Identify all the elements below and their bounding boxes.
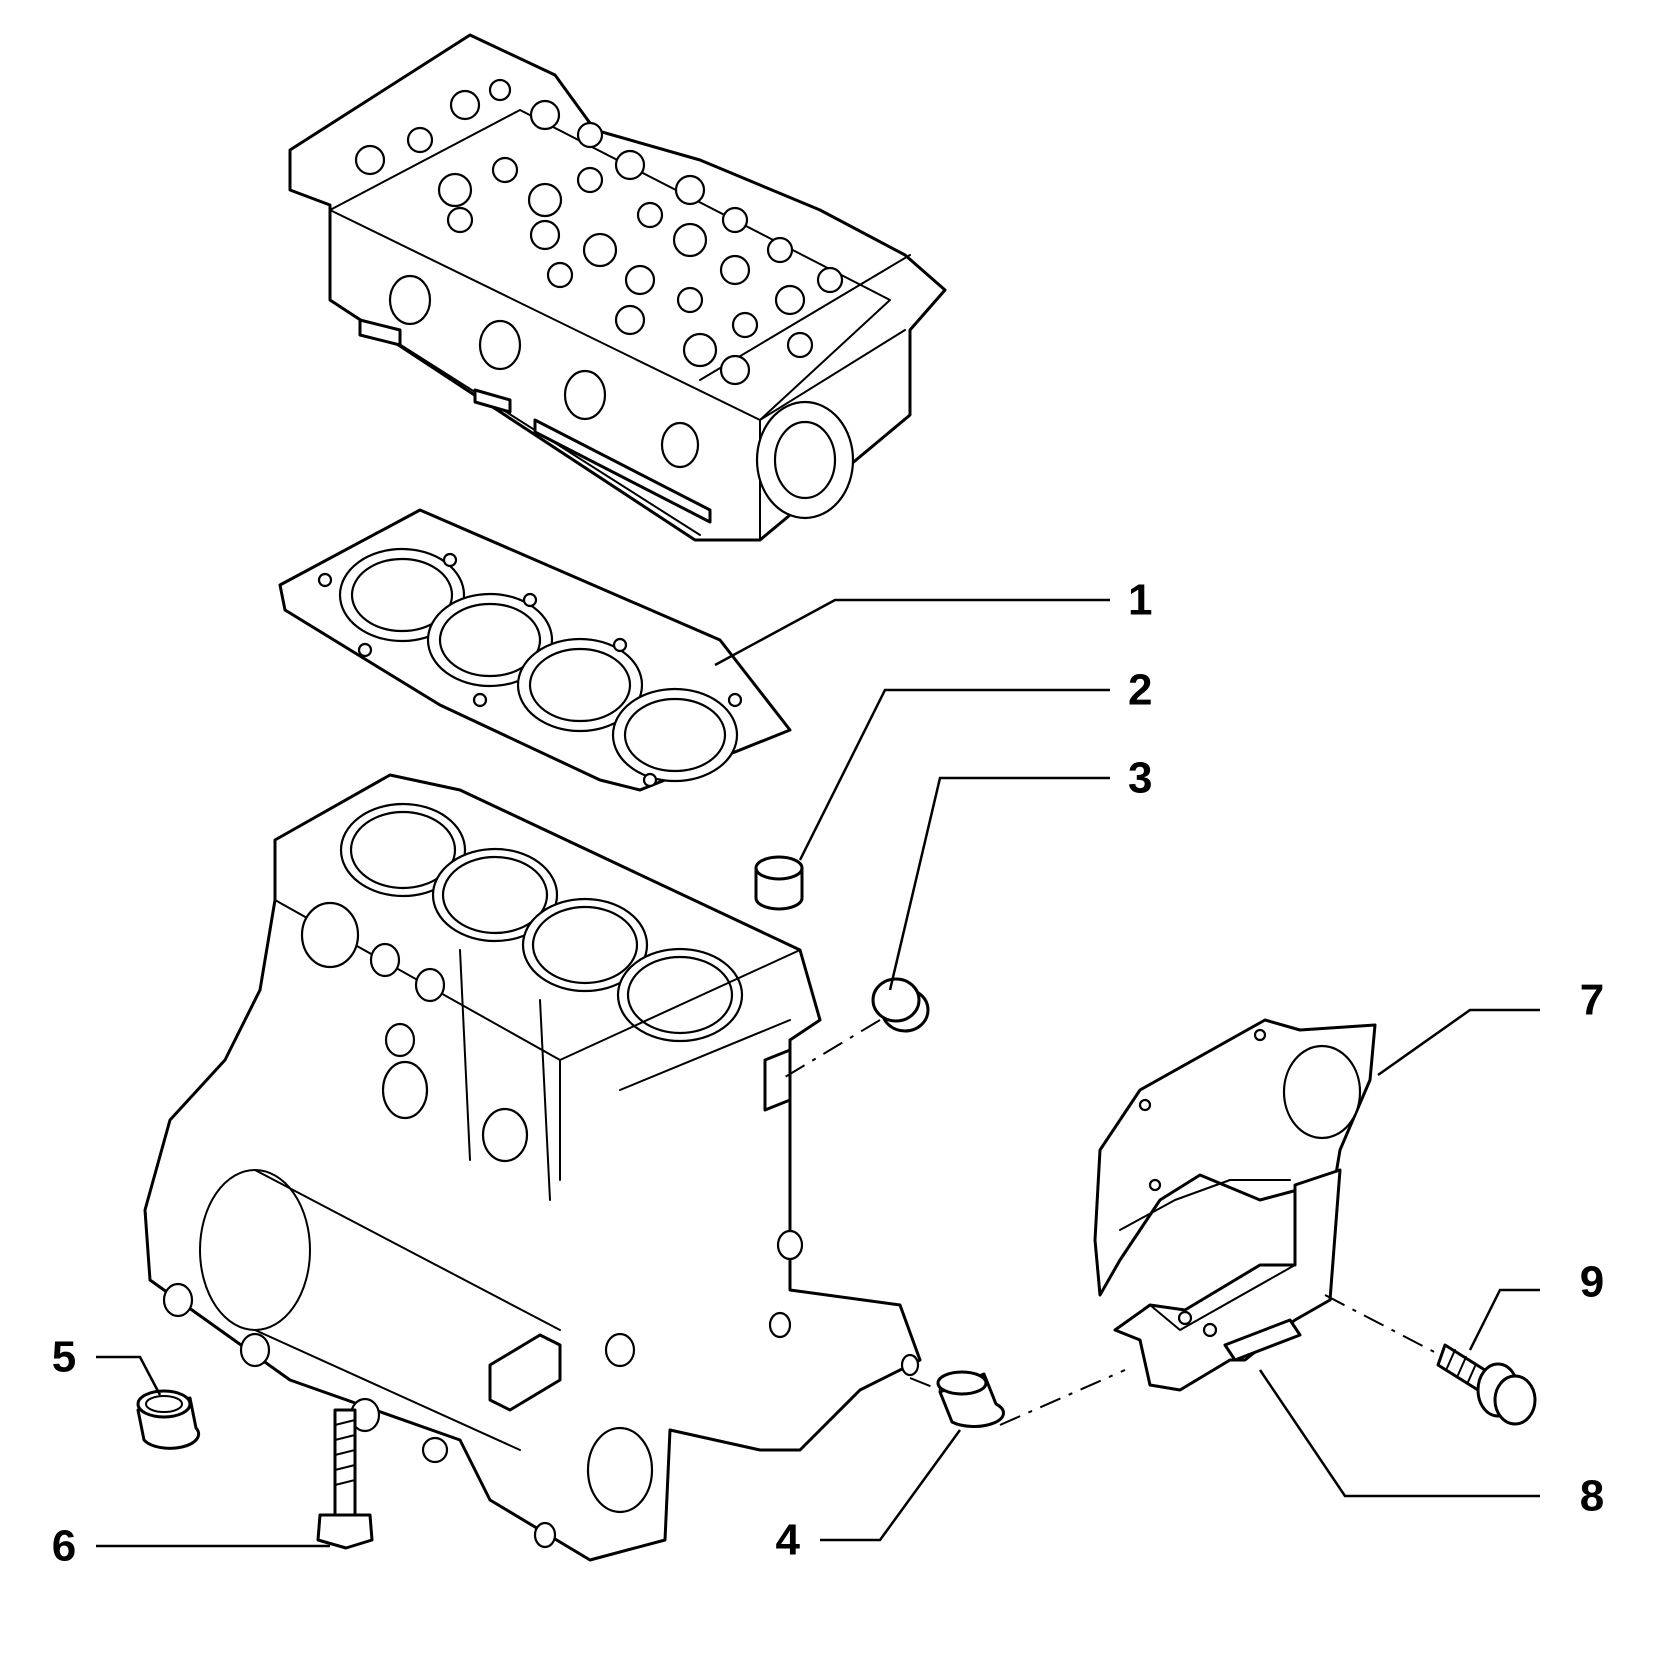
stud-bolt [316, 1408, 374, 1550]
assembly-lines [779, 1019, 1441, 1426]
callout-6: 6 [52, 1522, 76, 1571]
callout-3: 3 [1128, 754, 1152, 803]
callout-1: 1 [1128, 576, 1152, 625]
callout-8: 8 [1580, 1472, 1604, 1521]
callout-4: 4 [776, 1516, 801, 1565]
flange-bolt [1436, 1343, 1537, 1426]
cylinder-head-gasket [278, 508, 792, 792]
leader-lines [96, 598, 1540, 1548]
callout-numbers: 1 2 3 4 5 6 7 8 9 [52, 576, 1604, 1571]
dowel-bushing-rear [936, 1370, 1005, 1428]
callout-9: 9 [1580, 1258, 1604, 1307]
dowel-bushing-upper [754, 855, 804, 911]
callout-7: 7 [1580, 976, 1604, 1025]
callout-2: 2 [1128, 666, 1152, 715]
dowel-bushing-left [136, 1389, 201, 1450]
flywheel-cover-plate [1093, 1018, 1377, 1297]
cylinder-head [288, 33, 947, 542]
expansion-plug [871, 977, 930, 1033]
guard-plate [1113, 1168, 1342, 1392]
callout-5: 5 [52, 1333, 76, 1382]
engine-block [143, 773, 922, 1562]
